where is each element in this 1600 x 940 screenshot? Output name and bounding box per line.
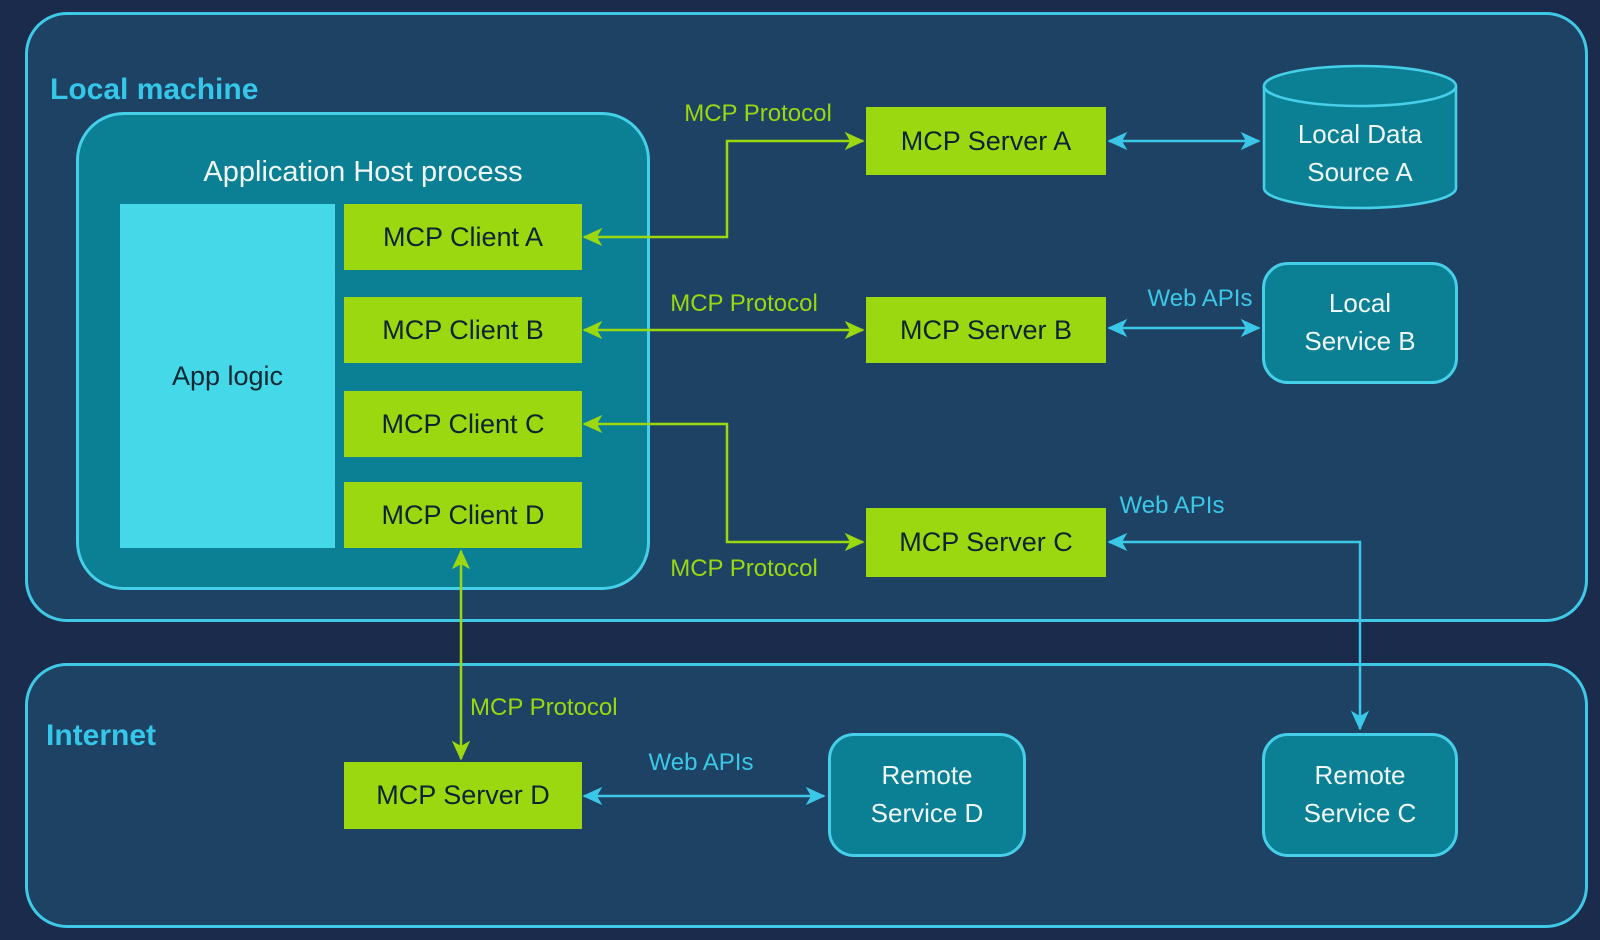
- local-service-b: Local Service B: [1262, 262, 1458, 384]
- local-machine-title: Local machine: [50, 72, 259, 106]
- edge-label-mcp-protocol-d: MCP Protocol: [470, 694, 618, 721]
- edge-label-mcp-protocol-c: MCP Protocol: [670, 555, 818, 582]
- mcp-server-c: MCP Server C: [866, 508, 1106, 577]
- edge-label-web-apis-c: Web APIs: [1119, 492, 1225, 519]
- mcp-client-d: MCP Client D: [344, 482, 582, 548]
- internet-title: Internet: [46, 718, 157, 752]
- mcp-client-b: MCP Client B: [344, 297, 582, 363]
- mcp-server-a: MCP Server A: [866, 107, 1106, 175]
- edge-label-web-apis-d: Web APIs: [648, 749, 754, 776]
- edge-label-web-apis-b: Web APIs: [1147, 285, 1253, 312]
- mcp-server-d: MCP Server D: [344, 762, 582, 829]
- mcp-client-c: MCP Client C: [344, 391, 582, 457]
- edge-label-mcp-protocol-b: MCP Protocol: [670, 290, 818, 317]
- edge-label-mcp-protocol-a: MCP Protocol: [684, 100, 832, 127]
- app-logic-box: App logic: [120, 204, 335, 548]
- remote-service-d: Remote Service D: [828, 733, 1026, 857]
- database-cylinder-icon: [1262, 64, 1458, 210]
- local-data-source-a-label: Local Data Source A: [1297, 119, 1423, 187]
- local-data-source-a: Local Data Source A: [1262, 64, 1458, 210]
- application-host-title: Application Host process: [203, 156, 523, 188]
- mcp-server-b: MCP Server B: [866, 297, 1106, 363]
- mcp-client-a: MCP Client A: [344, 204, 582, 270]
- remote-service-c: Remote Service C: [1262, 733, 1458, 857]
